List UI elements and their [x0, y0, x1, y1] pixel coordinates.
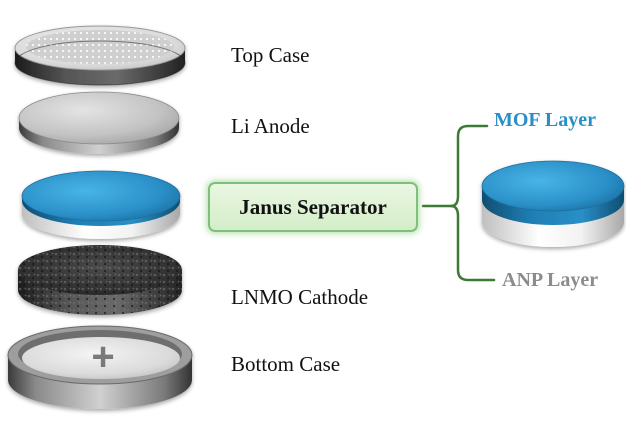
top-case-label: Top Case — [231, 43, 310, 67]
separator-layer-detail-disc — [481, 160, 625, 247]
anp-layer-label: ANP Layer — [502, 269, 599, 291]
li-anode-disc — [18, 91, 180, 154]
li-anode-label: Li Anode — [231, 114, 310, 138]
lnmo-cathode-label: LNMO Cathode — [231, 285, 369, 309]
top-case-disc — [14, 25, 186, 86]
lnmo-cathode-disc — [18, 245, 182, 315]
bottom-case-disc: + — [7, 325, 193, 409]
janus-separator-highlight-box: Janus Separator — [208, 182, 418, 232]
janus-separator-disc — [21, 170, 181, 239]
janus-separator-label: Janus Separator — [239, 194, 387, 219]
mof-layer-label: MOF Layer — [494, 109, 597, 131]
plus-symbol: + — [91, 335, 114, 379]
layer-bracket — [421, 124, 496, 282]
bottom-case-label: Bottom Case — [231, 352, 341, 376]
